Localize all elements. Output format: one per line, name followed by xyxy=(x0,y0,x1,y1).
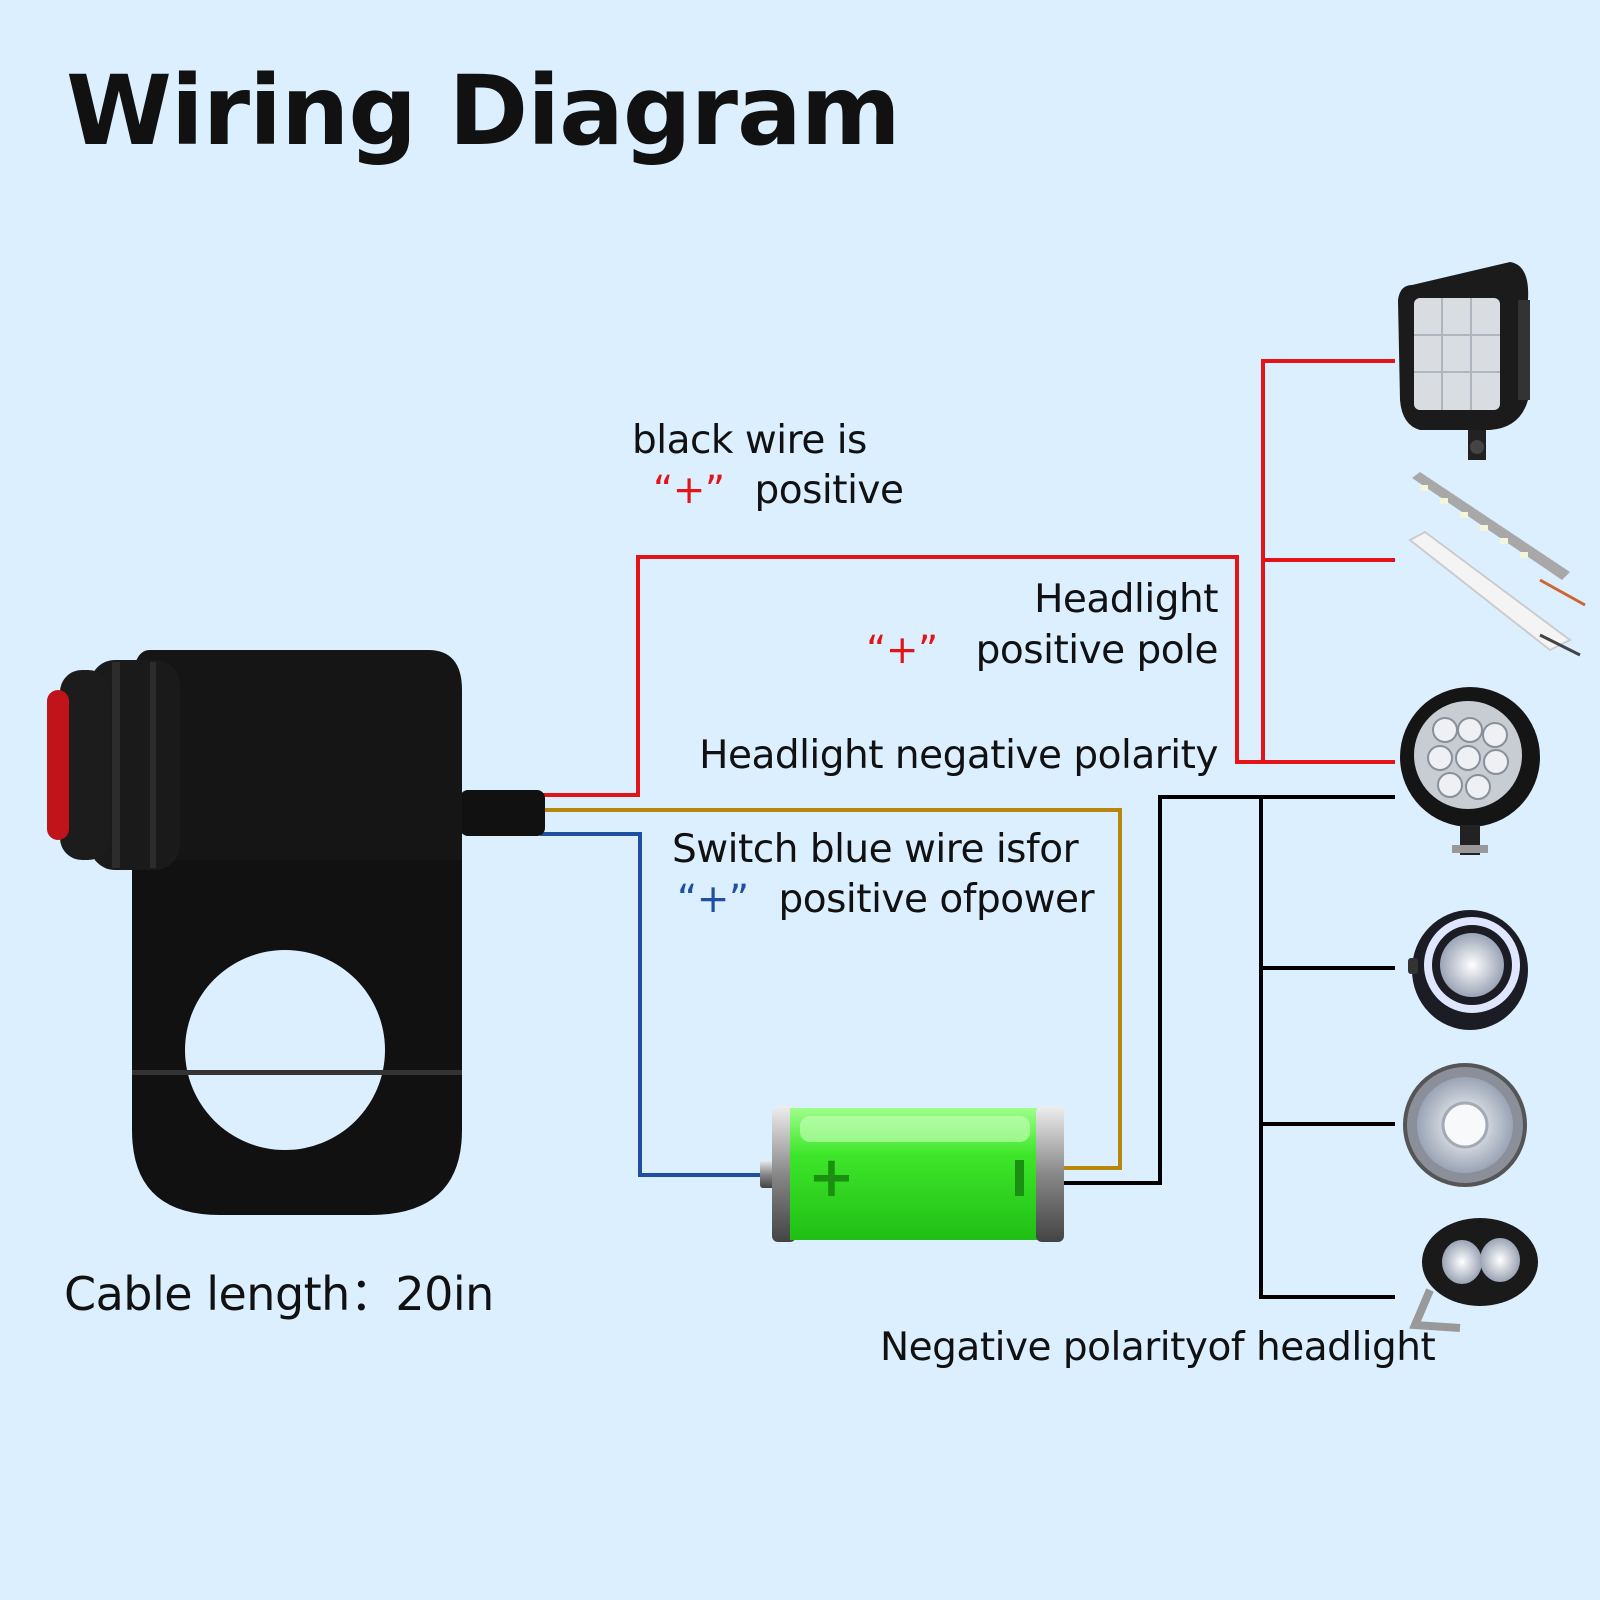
headlight-plus-symbol: “+” xyxy=(866,628,938,673)
switch-positive-power: positive ofpower xyxy=(778,877,1095,922)
headlight-negative-label: Headlight negative polarity xyxy=(699,733,1218,778)
halo-headlight-icon xyxy=(1408,910,1528,1030)
negative-polarity-label: Negative polarityof headlight xyxy=(880,1325,1436,1370)
led-strip-icon xyxy=(1408,472,1586,657)
wires xyxy=(540,359,1395,1299)
black-wire-battery xyxy=(1062,795,1395,1185)
battery-icon: + xyxy=(760,1106,1064,1242)
black-wire-label-line1: black wire is xyxy=(632,418,867,463)
square-work-light-icon xyxy=(1398,262,1530,460)
headlight-positive-line1: Headlight xyxy=(1034,577,1218,622)
oval-spot-light-icon xyxy=(1409,1218,1538,1332)
clear-round-lamp-icon xyxy=(1403,1063,1527,1187)
switch-blue-label-line1: Switch blue wire isfor xyxy=(672,827,1079,872)
red-wire-bus xyxy=(1261,359,1395,762)
battery-minus xyxy=(1015,1160,1024,1196)
page-title: Wiring Diagram xyxy=(66,55,901,167)
switch-icon xyxy=(47,650,545,1215)
black-wire-bus xyxy=(1259,797,1395,1299)
black-wire-positive: positive xyxy=(754,468,904,513)
round-led-light-icon xyxy=(1400,687,1540,855)
battery-plus: + xyxy=(808,1145,855,1210)
brown-wire xyxy=(540,808,1122,1170)
switch-plus-symbol: “+” xyxy=(677,877,749,922)
cable-length-label: Cable length：20in xyxy=(64,1267,494,1321)
blue-wire xyxy=(540,832,764,1177)
switch-blue-label-line2: “+” positive ofpower xyxy=(677,877,1095,922)
black-wire-plus-symbol: “+” xyxy=(653,468,725,513)
black-wire-label-line2: “+” positive xyxy=(653,468,904,513)
headlight-positive-line2: “+” positive pole xyxy=(866,628,1218,673)
headlight-positive-pole: positive pole xyxy=(975,628,1219,673)
